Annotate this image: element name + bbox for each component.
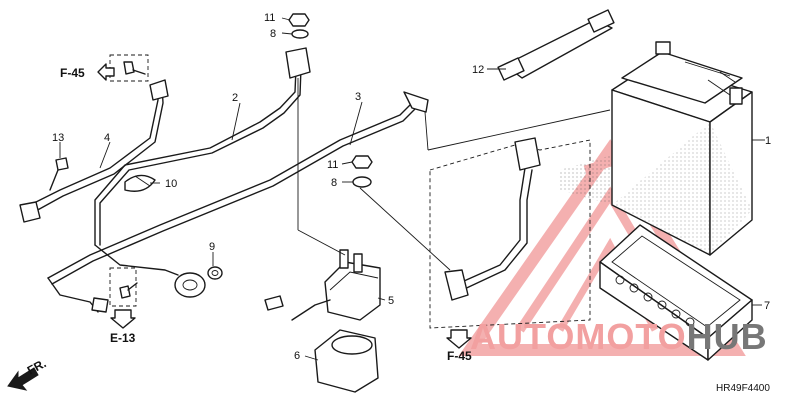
label-part-11-right: 11 xyxy=(327,159,338,171)
label-part-11-top: 11 xyxy=(264,12,275,24)
arrow-fr-icon xyxy=(7,367,39,391)
bolt-bottom xyxy=(119,282,138,299)
label-part-1: 1 xyxy=(765,135,771,147)
watermark-auto: AUTOMOTO xyxy=(470,316,687,357)
ref-f45-top: F-45 xyxy=(60,66,85,80)
cable-boot xyxy=(174,272,206,298)
bolt-13 xyxy=(49,157,69,191)
starter-relay xyxy=(264,249,381,321)
washer-8-right xyxy=(352,176,372,188)
label-part-8-top: 8 xyxy=(270,28,276,40)
battery-strap xyxy=(497,9,615,81)
label-part-13: 13 xyxy=(52,132,64,144)
washer-8-top xyxy=(291,29,309,39)
label-part-2: 2 xyxy=(232,92,238,104)
relay-cover xyxy=(314,329,379,393)
watermark-text: AUTOMOTOHUB xyxy=(470,316,768,357)
label-part-12: 12 xyxy=(472,64,484,76)
label-part-10: 10 xyxy=(165,178,177,190)
cable-3 xyxy=(47,91,429,313)
watermark-hub: HUB xyxy=(687,316,768,357)
label-part-9: 9 xyxy=(209,241,215,253)
dashed-box-bolt-bottom xyxy=(109,267,137,307)
battery-box xyxy=(599,224,753,361)
nut-9 xyxy=(207,266,223,280)
bolt-top xyxy=(123,61,146,75)
label-part-7: 7 xyxy=(764,300,770,312)
ref-e13: E-13 xyxy=(110,331,136,345)
label-part-4: 4 xyxy=(104,132,110,144)
label-part-6: 6 xyxy=(294,350,300,362)
clamp-10 xyxy=(124,174,156,192)
label-part-5: 5 xyxy=(388,295,394,307)
dashed-region-cable xyxy=(429,139,591,329)
arrow-e13-icon xyxy=(110,309,136,329)
battery xyxy=(560,41,753,256)
leader-lines xyxy=(59,17,765,361)
arrow-f45-top-icon xyxy=(97,63,115,81)
nut-11-top xyxy=(288,13,310,27)
label-part-8-right: 8 xyxy=(331,177,337,189)
cable-4 xyxy=(19,79,169,223)
arrow-f45-bottom-icon xyxy=(446,329,472,349)
label-part-3: 3 xyxy=(355,91,361,103)
ref-f45-bottom: F-45 xyxy=(447,349,472,363)
nut-11-right xyxy=(351,155,373,169)
cable-2 xyxy=(94,47,311,276)
diagram-code: HR49F4400 xyxy=(716,383,770,394)
battery-cable xyxy=(444,137,541,301)
